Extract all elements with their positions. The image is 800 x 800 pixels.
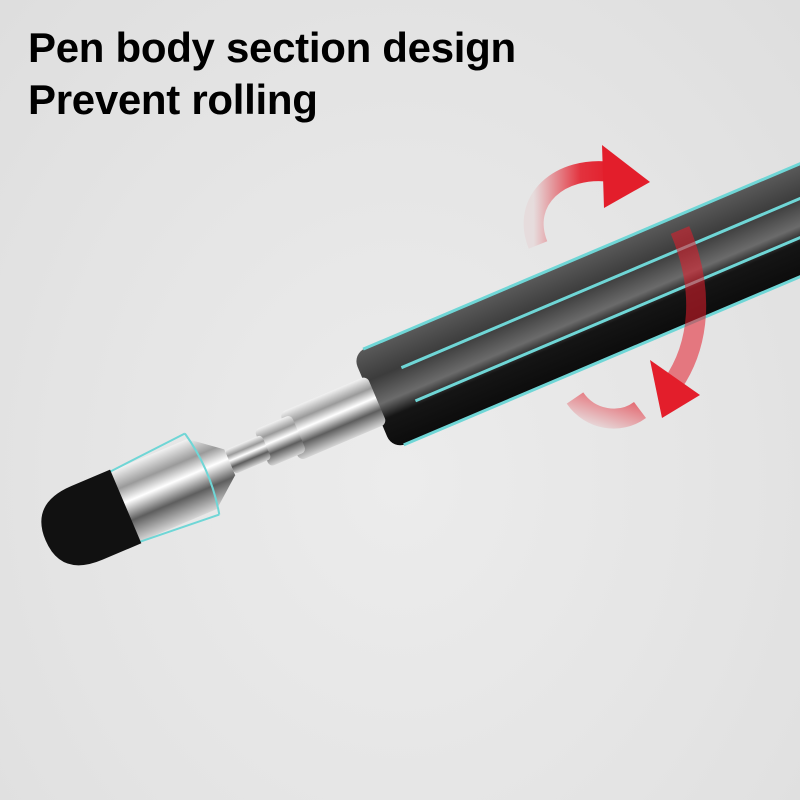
headline: Pen body section design Prevent rolling [28, 22, 516, 126]
rotation-arrow-front [650, 226, 707, 418]
neck-rod [225, 435, 271, 474]
metal-neck [281, 377, 386, 459]
collar-outline [108, 432, 220, 544]
pen-body [41, 149, 800, 566]
fiber-tip [41, 469, 142, 566]
facet-line [400, 178, 800, 370]
headline-line-2: Prevent rolling [28, 76, 318, 123]
headline-line-1: Pen body section design [28, 24, 516, 71]
facet-line [362, 149, 800, 351]
facet-line [414, 211, 800, 403]
facet-line [403, 245, 800, 447]
rotation-arrow-back [523, 145, 650, 429]
collar-outline [184, 432, 221, 515]
